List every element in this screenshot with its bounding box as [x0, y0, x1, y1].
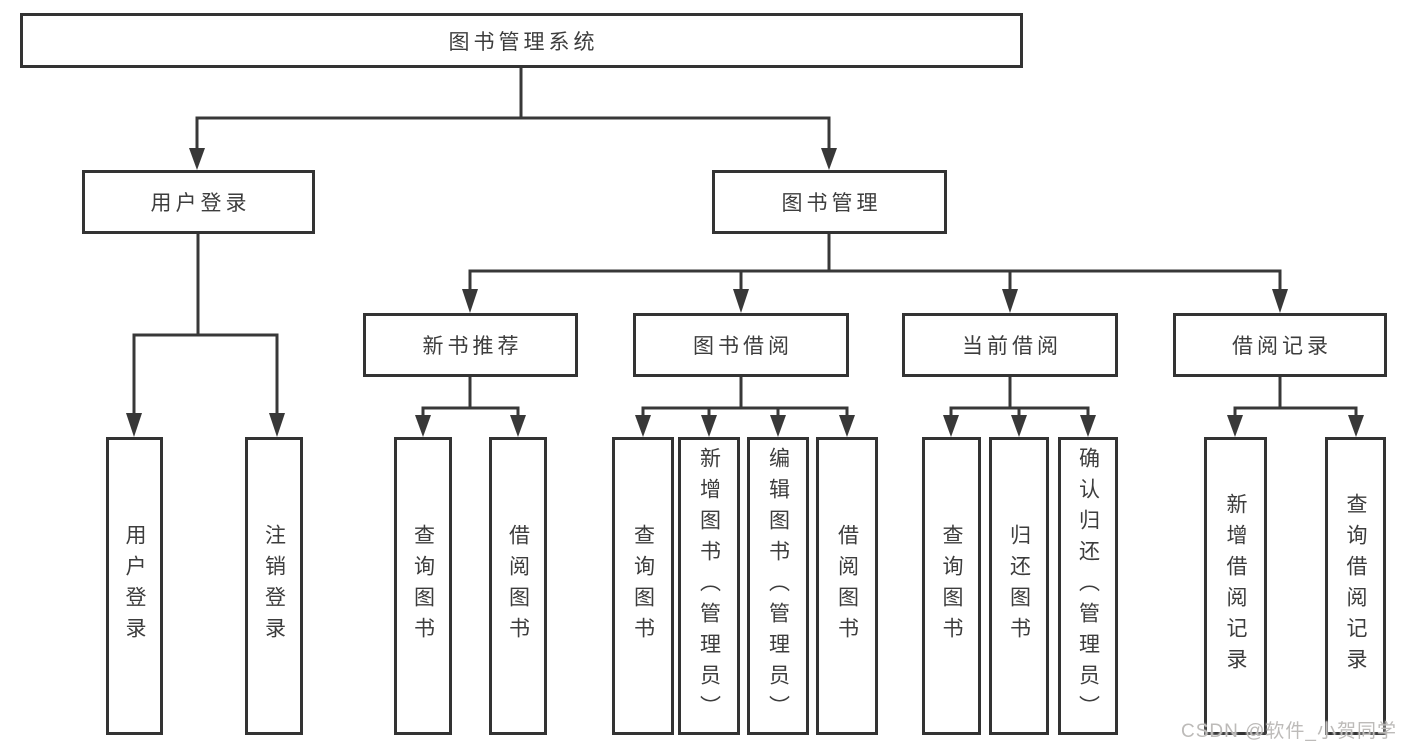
leaf-user-login: 用户登录 [106, 437, 163, 735]
node-label: 图书管理 [781, 192, 882, 215]
leaf-current-confirm-return-admin: 确认归还（管理员） [1058, 437, 1118, 735]
node-label: 图书借阅 [693, 335, 793, 358]
leaf-records-query-borrow-record: 查询借阅记录 [1325, 437, 1386, 735]
leaf-current-return-books: 归还图书 [989, 437, 1049, 735]
node-library-management-system: 图书管理系统 [20, 13, 1023, 68]
leaf-logout-login: 注销登录 [245, 437, 303, 735]
node-book-management: 图书管理 [712, 170, 947, 234]
watermark-csdn: CSDN @软件_小贺同学 [1181, 721, 1397, 742]
node-label: 图书管理系统 [448, 30, 599, 54]
leaf-borrowing-add-books-admin: 新增图书（管理员） [678, 437, 740, 735]
leaf-borrowing-query-books: 查询图书 [612, 437, 674, 735]
node-label: 借阅记录 [1232, 335, 1332, 358]
node-current-borrowing: 当前借阅 [902, 313, 1118, 377]
node-borrowing-records: 借阅记录 [1173, 313, 1387, 377]
leaf-borrowing-borrow-books: 借阅图书 [816, 437, 878, 735]
leaf-newbook-borrow-books: 借阅图书 [489, 437, 547, 735]
leaf-newbook-query-books: 查询图书 [394, 437, 452, 735]
node-label: 新书推荐 [422, 335, 523, 358]
node-label: 用户登录 [150, 192, 251, 215]
leaf-current-query-books: 查询图书 [922, 437, 981, 735]
node-label: 当前借阅 [962, 335, 1062, 358]
node-book-borrowing: 图书借阅 [633, 313, 849, 377]
node-new-book-recommendation: 新书推荐 [363, 313, 578, 377]
leaf-borrowing-edit-books-admin: 编辑图书（管理员） [747, 437, 809, 735]
leaf-records-add-borrow-record: 新增借阅记录 [1204, 437, 1267, 735]
node-user-login: 用户登录 [82, 170, 315, 234]
